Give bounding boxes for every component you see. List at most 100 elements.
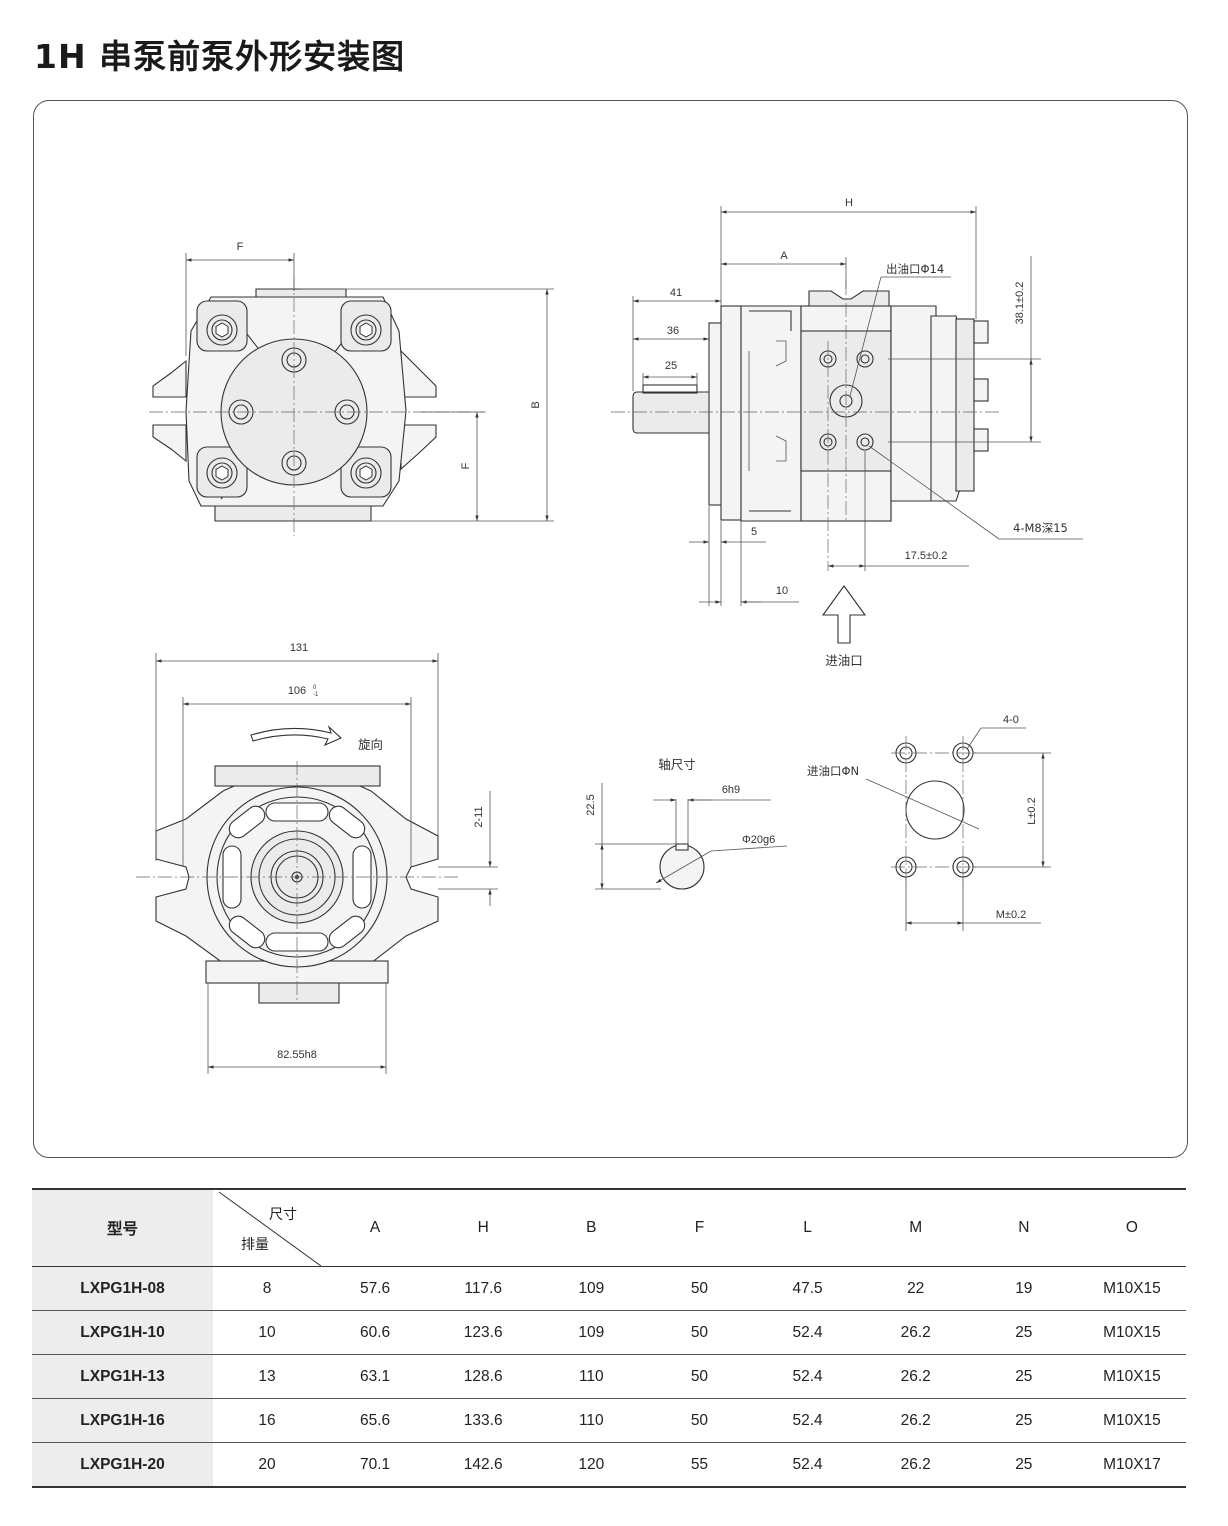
cell-model: LXPG1H-16 [32,1398,213,1443]
cell-value: 52.4 [753,1310,862,1355]
cell-value: 109 [537,1266,646,1311]
cell-value: 25 [969,1310,1078,1355]
header-size: 尺寸 [269,1207,297,1223]
dim-38: 38.1±0.2 [1014,282,1026,325]
cell-value: 50 [645,1310,754,1355]
cell-value: 50 [645,1354,754,1399]
header-col-o: O [1077,1189,1186,1267]
drawing-frame: F B F [33,100,1188,1158]
rear-end-view: 131 106 0 -1 旋向 2-11 82.55h8 [136,642,498,1074]
dim-25: 25 [665,360,677,372]
dim-20g6: Φ20g6 [742,834,775,846]
front-end-view: F B F [149,241,554,536]
cell-displacement: 16 [213,1398,321,1443]
cell-value: 123.6 [429,1310,538,1355]
cell-value: 117.6 [429,1266,538,1311]
cell-value: 110 [537,1354,646,1399]
cell-displacement: 13 [213,1354,321,1399]
cell-value: 57.6 [321,1266,430,1311]
cell-value: 55 [645,1442,754,1488]
inlet-label: 进油口 [825,653,863,668]
cell-value: 26.2 [861,1442,970,1488]
header-diagonal: 尺寸 排量 [213,1189,321,1267]
cell-value: 25 [969,1442,1078,1488]
dim-b: B [530,401,542,408]
dim-6h9: 6h9 [722,784,740,796]
cell-value: 109 [537,1310,646,1355]
dim-m: M±0.2 [996,909,1027,921]
cell-displacement: 8 [213,1266,321,1311]
outlet-label: 出油口Φ14 [886,262,944,276]
side-view: H A 出油口Φ14 41 36 25 38.1±0.2 4-M8深15 17.… [611,197,1083,668]
rotation-label: 旋向 [358,737,383,752]
svg-text:-1: -1 [313,692,319,698]
dim-l: L±0.2 [1026,797,1038,824]
dim-5: 5 [751,526,757,538]
cell-displacement: 10 [213,1310,321,1355]
dim-h: H [845,197,853,209]
inlet-pattern-detail: 4-0 进油口ΦN L±0.2 M±0.2 [807,714,1051,931]
cell-value: 25 [969,1354,1078,1399]
cell-value: 65.6 [321,1398,430,1443]
dim-82: 82.55h8 [277,1049,317,1061]
header-col-f: F [645,1189,754,1267]
header-col-m: M [861,1189,970,1267]
cell-value: 52.4 [753,1354,862,1399]
cell-value: M10X15 [1077,1354,1186,1399]
shaft-title: 轴尺寸 [658,757,696,772]
cell-model: LXPG1H-13 [32,1354,213,1399]
svg-text:0: 0 [313,685,317,691]
cell-value: 52.4 [753,1442,862,1488]
cell-model: LXPG1H-10 [32,1310,213,1355]
cell-value: 60.6 [321,1310,430,1355]
header-col-l: L [753,1189,862,1267]
installation-drawing: F B F [136,197,1083,1074]
cell-value: 47.5 [753,1266,862,1311]
cell-model: LXPG1H-20 [32,1442,213,1488]
cell-value: 26.2 [861,1398,970,1443]
dim-17: 17.5±0.2 [905,550,948,562]
cell-value: 25 [969,1398,1078,1443]
header-col-b: B [537,1189,646,1267]
header-col-a: A [321,1189,430,1267]
cell-value: M10X15 [1077,1398,1186,1443]
dim-a: A [780,250,788,262]
cell-value: 128.6 [429,1354,538,1399]
cell-value: 70.1 [321,1442,430,1488]
cell-model: LXPG1H-08 [32,1266,213,1311]
cell-value: 26.2 [861,1310,970,1355]
cell-value: M10X17 [1077,1442,1186,1488]
inlet-n-label: 进油口ΦN [807,764,859,778]
holes-label: 4-0 [1003,714,1019,726]
dim-41: 41 [670,287,682,299]
dim-10: 10 [776,585,788,597]
dim-f-right: F [460,462,472,469]
cell-value: 19 [969,1266,1078,1311]
cell-value: M10X15 [1077,1310,1186,1355]
cell-value: 110 [537,1398,646,1443]
dim-106: 106 [288,685,306,697]
dim-36: 36 [667,325,679,337]
shaft-detail: 轴尺寸 6h9 22.5 Φ20g6 [585,757,788,890]
cell-value: M10X15 [1077,1266,1186,1311]
header-col-n: N [969,1189,1078,1267]
cell-value: 142.6 [429,1442,538,1488]
dim-131: 131 [290,642,308,654]
table-header-row: 型号 尺寸 排量 A H B F L M N O [32,1189,1186,1267]
thread-label: 4-M8深15 [1013,521,1068,535]
cell-value: 63.1 [321,1354,430,1399]
header-col-h: H [429,1189,538,1267]
page-title: 1H 串泵前泵外形安装图 [34,37,406,76]
cell-value: 26.2 [861,1354,970,1399]
dim-22-5: 22.5 [585,794,597,815]
cell-value: 50 [645,1398,754,1443]
header-model: 型号 [32,1189,213,1267]
cell-value: 22 [861,1266,970,1311]
